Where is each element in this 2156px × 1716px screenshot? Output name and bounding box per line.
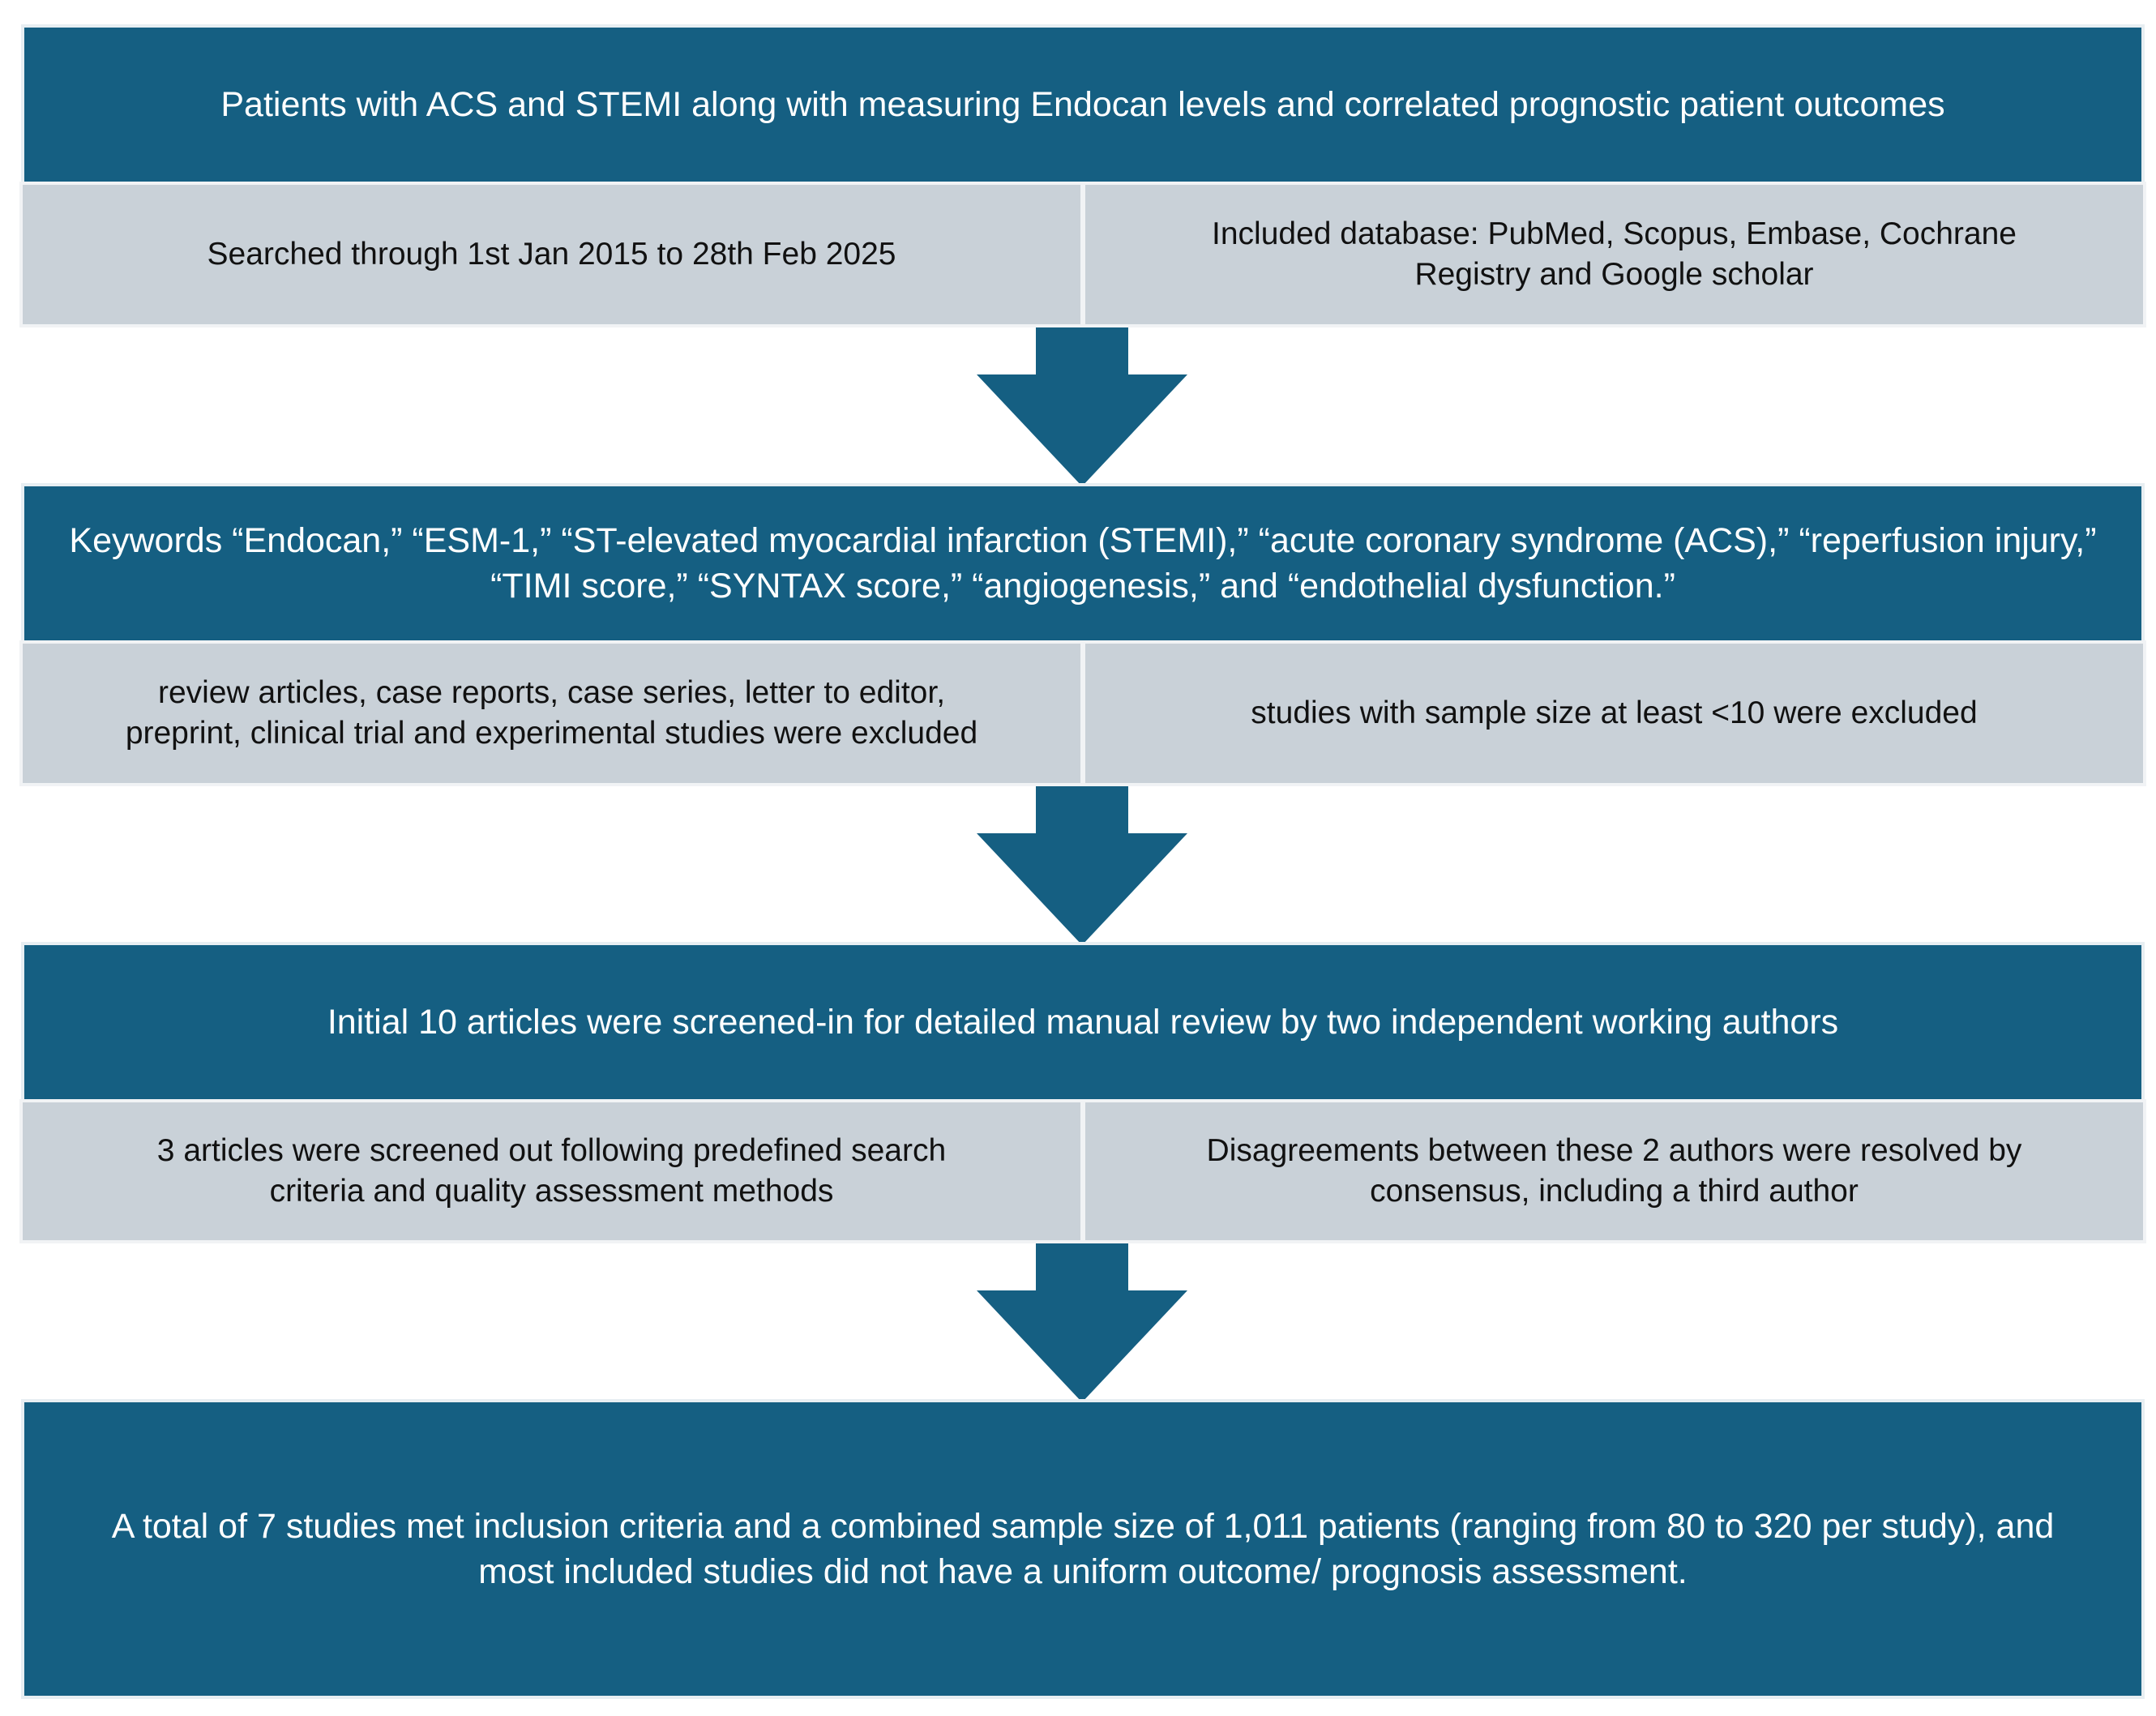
step-1-right-cell: Included database: PubMed, Scopus, Embas…	[1085, 185, 2143, 324]
step-3-title: Initial 10 articles were screened-in for…	[327, 1003, 1839, 1042]
step-2-details-row: review articles, case reports, case seri…	[19, 640, 2146, 786]
step-2-right-cell: studies with sample size at least <10 we…	[1085, 644, 2143, 783]
down-arrow-icon	[973, 1243, 1191, 1402]
down-arrow-icon	[973, 327, 1191, 486]
final-result-box: A total of 7 studies met inclusion crite…	[24, 1402, 2141, 1696]
step-2-title: Keywords “Endocan,” “ESM-1,” “ST-elevate…	[69, 521, 2097, 606]
step-1-left-cell: Searched through 1st Jan 2015 to 28th Fe…	[23, 185, 1080, 324]
step-3-right-cell: Disagreements between these 2 authors we…	[1085, 1102, 2143, 1240]
step-3-title-box: Initial 10 articles were screened-in for…	[24, 945, 2141, 1099]
step-3-details-row: 3 articles were screened out following p…	[19, 1099, 2146, 1243]
step-1-details-row: Searched through 1st Jan 2015 to 28th Fe…	[19, 182, 2146, 327]
final-result-text: A total of 7 studies met inclusion crite…	[111, 1507, 2055, 1591]
step-2-left-cell: review articles, case reports, case seri…	[23, 644, 1080, 783]
down-arrow-icon	[973, 786, 1191, 945]
step-1-title: Patients with ACS and STEMI along with m…	[220, 85, 1945, 124]
step-2-title-box: Keywords “Endocan,” “ESM-1,” “ST-elevate…	[24, 486, 2141, 640]
step-3-left-cell: 3 articles were screened out following p…	[23, 1102, 1080, 1240]
step-1-title-box: Patients with ACS and STEMI along with m…	[24, 28, 2141, 182]
